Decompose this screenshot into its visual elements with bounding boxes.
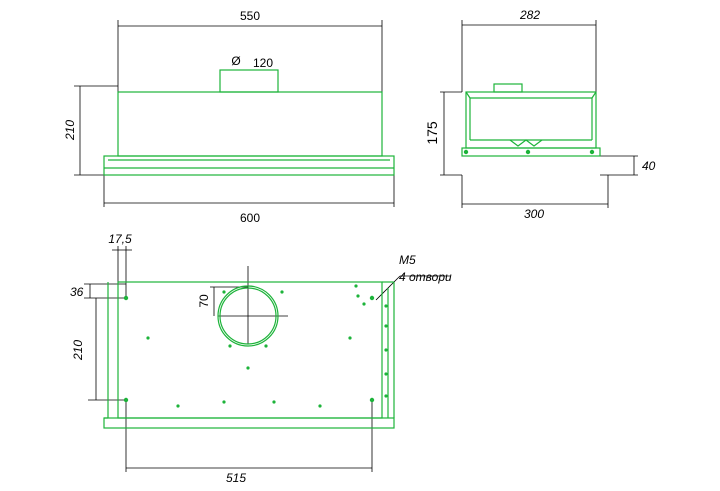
side-panel: [461, 147, 601, 157]
front-collar: [219, 69, 279, 93]
bottom-edge-offset-label: 17,5: [108, 232, 132, 246]
side-panel-height-label: 40: [642, 159, 656, 173]
front-height-label: 210: [63, 120, 77, 141]
mounting-holes: [123, 284, 388, 408]
bottom-panel: [103, 417, 395, 429]
side-depth-bottom-label: 300: [524, 207, 544, 221]
thread-label: M5: [399, 253, 416, 267]
side-height-label: 175: [424, 121, 440, 145]
bottom-view: 17,5 36 70 210 515 M5 4 отвори: [70, 232, 452, 485]
front-width-top-label: 550: [240, 9, 260, 23]
front-body: [117, 91, 383, 157]
front-diameter-symbol: Ø: [231, 54, 240, 68]
bottom-hole-spacing-vertical-label: 210: [71, 340, 85, 361]
side-depth-top-label: 282: [519, 8, 540, 22]
front-panel: [103, 155, 395, 176]
side-view: 282 175 40 300: [424, 8, 656, 221]
front-diameter-label: 120: [253, 56, 273, 70]
front-view: 550 Ø 120 210 600: [63, 9, 395, 225]
bottom-outer: [117, 281, 383, 419]
holes-count-label: 4 отвори: [399, 270, 452, 284]
bottom-hole-spacing-horizontal-label: 515: [226, 471, 246, 485]
bottom-hole-offset-label: 36: [70, 285, 84, 299]
front-width-bottom-label: 600: [240, 211, 260, 225]
bottom-duct-offset-label: 70: [197, 294, 211, 308]
duct-opening: [219, 287, 277, 345]
side-collar: [493, 83, 523, 93]
